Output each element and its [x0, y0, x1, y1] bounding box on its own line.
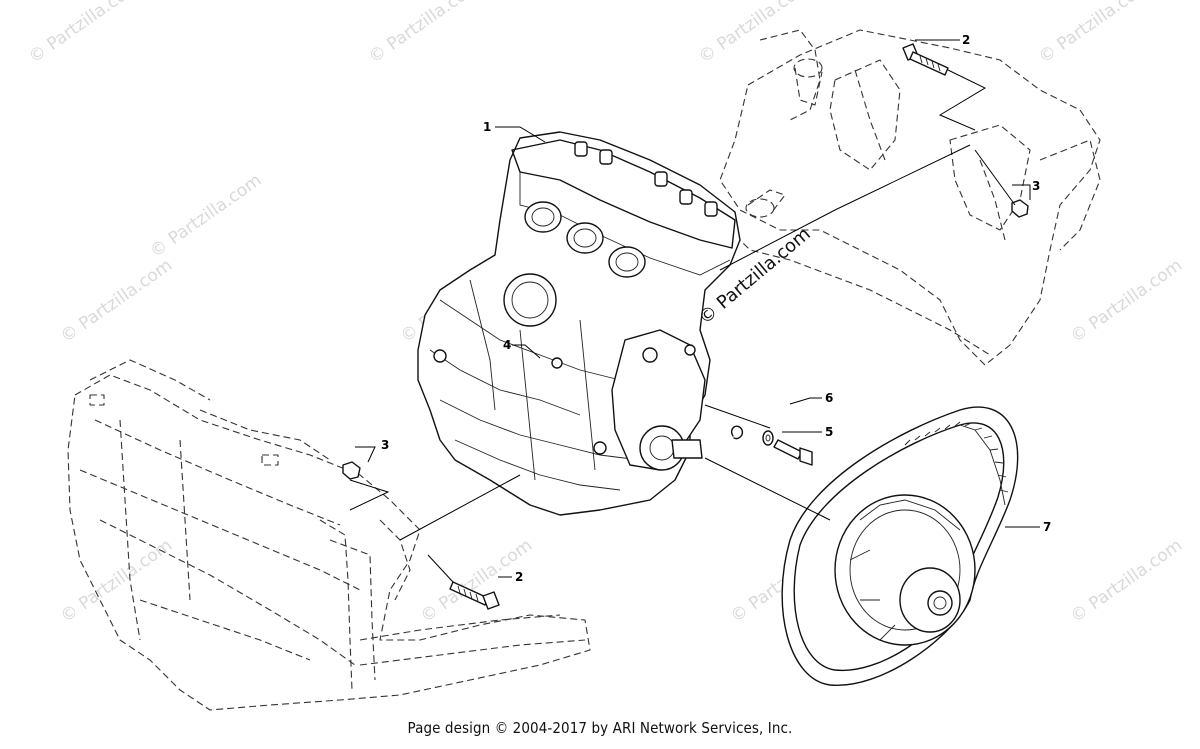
page-footer: Page design © 2004-2017 by ARI Network S… [407, 719, 793, 737]
clutch-and-belt [781, 406, 1019, 686]
callout-5: 5 [825, 425, 833, 439]
callout-1: 1 [483, 120, 491, 134]
washer [762, 430, 774, 446]
nut-lower [342, 461, 361, 480]
retaining-clip [731, 425, 744, 440]
callout-2-lower: 2 [515, 570, 523, 584]
watermark: © Partzilla.com [1067, 535, 1186, 627]
watermark: © Partzilla.com [1035, 0, 1154, 68]
watermark: © Partzilla.com [25, 0, 144, 68]
watermark: © Partzilla.com [57, 535, 176, 627]
callout-3-lower: 3 [381, 438, 389, 452]
callout-4: 4 [503, 338, 511, 352]
engine [417, 131, 741, 516]
callout-6: 6 [825, 391, 833, 405]
watermark: © Partzilla.com [365, 0, 484, 68]
leader-lines [349, 39, 1040, 583]
callout-3-upper: 3 [1032, 179, 1040, 193]
bolt-clutch [773, 439, 813, 466]
fasteners [342, 43, 1029, 610]
bolt-upper [902, 43, 949, 76]
bolt-lower [449, 581, 500, 610]
intake-ports [524, 201, 646, 278]
callout-2-upper: 2 [962, 33, 970, 47]
rear-frame-bracket [719, 29, 1101, 366]
belt-teeth [904, 421, 1009, 493]
watermark: © Partzilla.com [1067, 255, 1186, 347]
watermark: © Partzilla.com [57, 255, 176, 347]
callout-7: 7 [1043, 520, 1051, 534]
main-frame [67, 359, 591, 711]
nut-upper [1011, 199, 1029, 218]
callout-labels: 1 2 2 3 3 4 5 6 7 [381, 33, 1051, 584]
watermark: © Partzilla.com [146, 170, 265, 262]
valve-cover-bolts [574, 141, 718, 217]
